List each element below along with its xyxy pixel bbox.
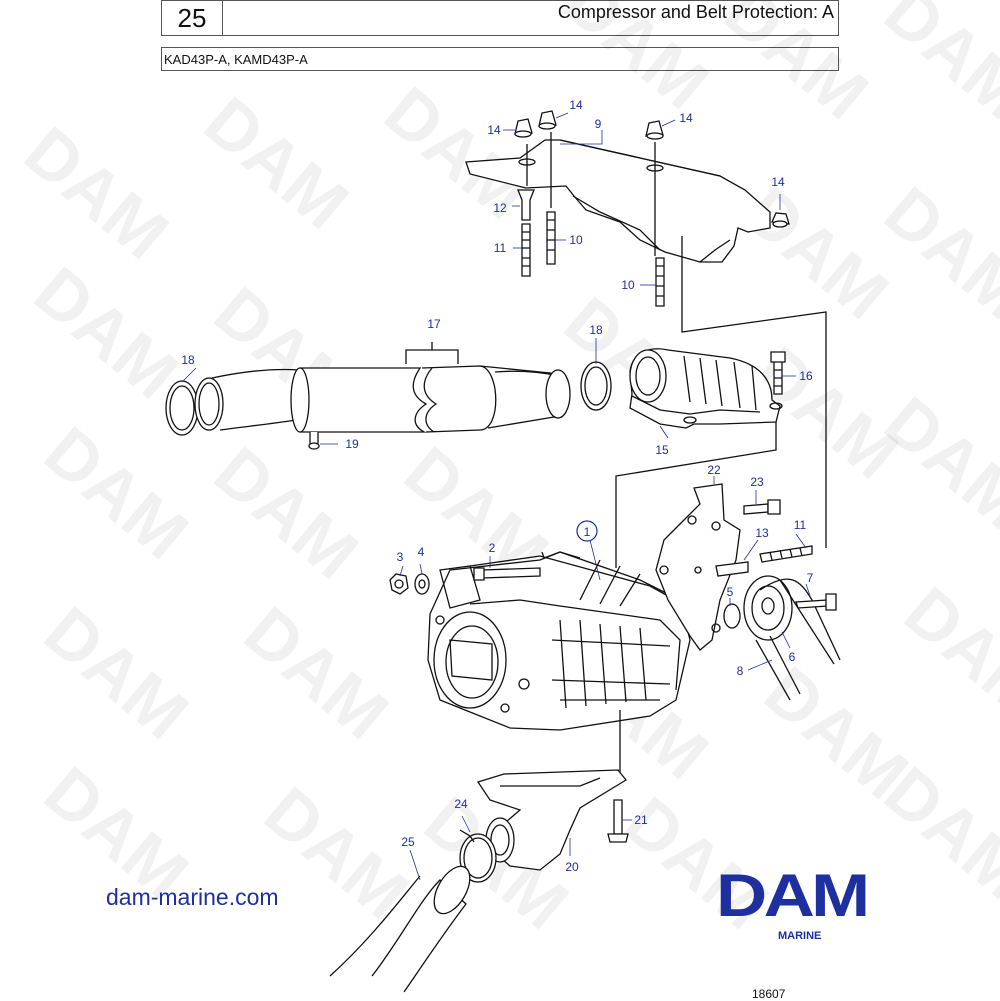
belt-guard-assembly (465, 110, 827, 568)
washer (414, 573, 430, 595)
svg-text:DAM: DAM (730, 172, 902, 334)
callouts: 1 2 3 4 5 6 7 8 9 10 10 11 11 12 13 14 1… (181, 98, 813, 874)
callout-15: 15 (655, 443, 669, 457)
callout-13: 13 (755, 526, 769, 540)
callout-7: 7 (807, 571, 814, 585)
leader-lines (181, 112, 811, 881)
callout-22: 22 (707, 463, 721, 477)
callout-20: 20 (565, 860, 579, 874)
callout-24: 24 (454, 797, 468, 811)
callout-3: 3 (397, 550, 404, 564)
callout-11-lower: 11 (794, 518, 807, 532)
callout-18-left: 18 (181, 353, 195, 367)
page-title: Compressor and Belt Protection: A (557, 2, 834, 22)
page-number-box: 25 (161, 0, 223, 36)
callout-12: 12 (493, 201, 507, 215)
callout-21: 21 (634, 813, 648, 827)
dam-logo: DAM (716, 862, 870, 929)
callout-4: 4 (418, 545, 425, 559)
hose-clamp (459, 833, 497, 883)
callout-10-upper: 10 (569, 233, 583, 247)
callout-11-upper: 11 (494, 241, 507, 255)
svg-text:DAM: DAM (10, 112, 182, 274)
callout-19: 19 (345, 437, 359, 451)
callout-14-b: 14 (569, 98, 583, 112)
callout-8: 8 (737, 664, 744, 678)
website-link[interactable]: dam-marine.com (106, 884, 279, 910)
pulley (743, 575, 793, 641)
spacer (517, 189, 535, 221)
callout-23: 23 (750, 475, 764, 489)
hose (300, 367, 428, 433)
svg-text:DAM: DAM (30, 592, 202, 754)
svg-text:DAM: DAM (200, 432, 372, 594)
drive-belt (759, 578, 841, 661)
model-list: KAD43P-A, KAMD43P-A (164, 52, 308, 67)
outlet-elbow (476, 769, 627, 871)
o-ring (165, 380, 199, 436)
outlet-assembly (329, 769, 629, 993)
svg-text:DAM: DAM (870, 382, 1000, 544)
stud (521, 223, 531, 277)
callout-17: 17 (427, 317, 441, 331)
dam-logo-subtitle: MARINE (778, 930, 822, 942)
svg-text:DAM: DAM (30, 412, 202, 574)
callout-16: 16 (799, 369, 813, 383)
svg-text:DAM: DAM (190, 82, 362, 244)
model-box: KAD43P-A, KAMD43P-A (161, 47, 839, 71)
spacer-washer (723, 603, 741, 629)
drain-plug (309, 432, 319, 445)
stud (655, 257, 665, 307)
svg-text:DAM: DAM (370, 72, 542, 234)
svg-text:DAM: DAM (870, 172, 1000, 334)
callout-9: 9 (595, 117, 602, 131)
svg-text:DAM: DAM (870, 0, 1000, 134)
page-number: 25 (177, 3, 207, 33)
callout-18-right: 18 (589, 323, 603, 337)
svg-text:DAM: DAM (890, 572, 1000, 734)
stud (759, 545, 813, 563)
callout-10-lower: 10 (621, 278, 635, 292)
callout-5: 5 (727, 585, 734, 599)
nut (389, 573, 409, 595)
bolt (481, 567, 541, 579)
bolt (743, 503, 769, 515)
bolt (795, 599, 829, 609)
bolt (773, 359, 783, 395)
title-box: Compressor and Belt Protection: A (222, 0, 839, 36)
callout-14-d: 14 (771, 175, 785, 189)
callout-14-c: 14 (679, 111, 693, 125)
intake-hose-assembly (165, 342, 786, 450)
callout-14-a: 14 (487, 123, 501, 137)
callout-25: 25 (401, 835, 415, 849)
figure-number: 18607 (752, 987, 786, 1001)
main-assembly-marker (576, 520, 598, 542)
compressor (389, 483, 841, 780)
bolt (613, 799, 623, 835)
spacer (715, 561, 749, 577)
callout-1: 1 (584, 525, 591, 539)
callout-6: 6 (789, 650, 796, 664)
stud (546, 211, 556, 265)
svg-text:DAM: DAM (20, 252, 192, 414)
svg-text:DAM: DAM (230, 592, 402, 754)
callout-2: 2 (489, 541, 496, 555)
svg-text:DAM: DAM (710, 0, 882, 134)
